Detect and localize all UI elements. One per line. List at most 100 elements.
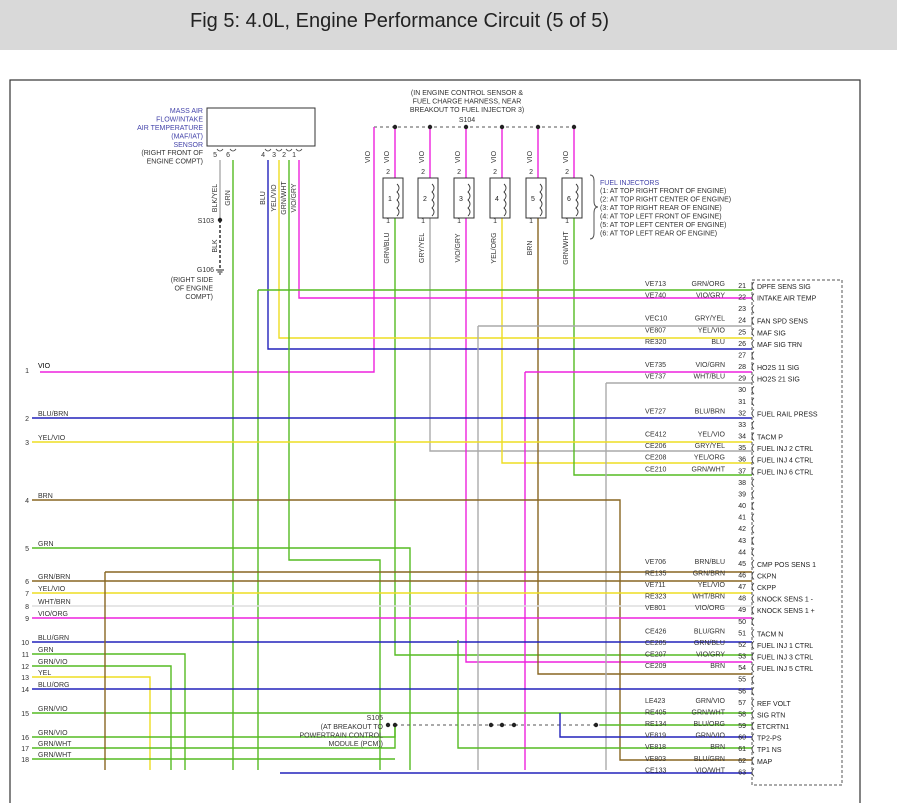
- left-wire: [32, 665, 172, 770]
- left-wire-color: WHT/BRN: [38, 599, 71, 606]
- maf-pin-terminal-icon: [285, 148, 293, 152]
- s104-note: BREAKOUT TO FUEL INJECTOR 3): [410, 107, 524, 114]
- pcm-pin-number: 21: [738, 283, 746, 290]
- pcm-pin-number: 38: [738, 480, 746, 487]
- pcm-wire-color: GRY/YEL: [695, 316, 725, 323]
- s105-splice-dot: [511, 722, 517, 728]
- fuel-injector-box: [525, 177, 547, 219]
- injector-pin-top: 2: [565, 169, 569, 176]
- pcm-pin-function: FAN SPD SENS: [757, 319, 808, 326]
- pcm-connector-box: [751, 279, 843, 786]
- pin-terminal-icon: [751, 351, 755, 360]
- injector-coil-icon: [396, 183, 400, 217]
- pin-terminal-icon: [751, 663, 755, 673]
- pin-terminal-icon: [751, 698, 755, 708]
- pcm-pin-function: FUEL INJ 3 CTRL: [757, 655, 813, 662]
- left-connection-number: 18: [21, 757, 29, 764]
- pcm-pin-number: 43: [738, 538, 746, 545]
- pcm-circuit-id: VE801: [645, 605, 666, 612]
- injector-bottom-wire-color: BRN: [527, 241, 534, 256]
- maf-viogry-wire: [298, 160, 752, 299]
- pcm-pin-number: 33: [738, 422, 746, 429]
- pcm-pin-number: 29: [738, 376, 746, 383]
- g106-location: OF ENGINE: [174, 286, 213, 293]
- left-wire-color: GRN/VIO: [38, 706, 68, 713]
- injector-number: 3: [459, 196, 463, 203]
- pin-terminal-icon: [751, 304, 755, 314]
- injector-location: (1: AT TOP RIGHT FRONT OF ENGINE): [600, 188, 726, 195]
- pcm-pin-number: 31: [738, 399, 746, 406]
- maf-grnwht-wire: [288, 160, 381, 770]
- pcm-circuit-id: RE405: [645, 709, 667, 716]
- injector-coil-icon: [503, 183, 507, 217]
- pin-terminal-icon: [751, 744, 755, 754]
- left-connection-number: 11: [22, 652, 29, 659]
- pcm-pin-number: 46: [738, 573, 746, 580]
- inj2-wire: [429, 218, 752, 452]
- pcm-pin-function: CKPN: [757, 574, 776, 581]
- pin-terminal-icon: [751, 420, 755, 430]
- pcm-circuit-id: CE206: [645, 443, 667, 450]
- vio-wire-color: VIO: [365, 150, 372, 163]
- pcm-pin-number: 54: [738, 665, 746, 672]
- injector-brace-icon: [589, 174, 599, 240]
- pcm-pin-function: TACM N: [757, 631, 783, 638]
- pcm-wire-color: VIO/GRY: [696, 293, 725, 300]
- pcm-pin-function: MAF SIG TRN: [757, 342, 802, 349]
- pcm-pin-number: 28: [738, 364, 746, 371]
- pcm-pin-number: 25: [738, 329, 746, 336]
- pcm-pin-function: FUEL INJ 6 CTRL: [757, 469, 813, 476]
- left-wire-color: VIO/ORG: [38, 611, 68, 618]
- pcm-circuit-id: VE706: [645, 559, 666, 566]
- injector-top-wire-color: VIO: [491, 150, 498, 163]
- maf-yelvio-wire: [278, 160, 752, 339]
- pin-terminal-icon: [751, 443, 755, 453]
- maf-pin-number: 3: [272, 152, 276, 159]
- left-connection-number: 13: [21, 675, 29, 682]
- pcm-wire-color: YEL/VIO: [698, 582, 726, 589]
- injector-number: 4: [495, 196, 499, 203]
- s104-splice-dot: [535, 124, 541, 130]
- maf-sensor-name: AIR TEMPERATURE: [137, 125, 203, 132]
- pcm-pin-number: 37: [738, 468, 746, 475]
- left-connection-number: 7: [25, 591, 29, 598]
- pcm-pin-function: KNOCK SENS 1 -: [757, 597, 814, 604]
- pcm-pin-number: 51: [738, 630, 746, 637]
- s105-label: S105: [367, 715, 383, 722]
- pin-terminal-icon: [751, 455, 755, 464]
- pin-terminal-icon: [751, 328, 755, 337]
- maf-pin-number: 5: [213, 152, 217, 159]
- header-bar: Fig 5: 4.0L, Engine Performance Circuit …: [0, 0, 897, 50]
- injector-pin-top: 2: [493, 169, 497, 176]
- injector-top-wire-color: VIO: [563, 150, 570, 163]
- pcm-wire-color: GRN/VIO: [695, 698, 725, 705]
- maf-pin-terminal-icon: [264, 148, 272, 152]
- pin-terminal-icon: [751, 409, 755, 418]
- pin-terminal-icon: [751, 559, 755, 569]
- pcm-pin-function: REF VOLT: [757, 701, 791, 708]
- pcm-pin-function: TP1 NS: [757, 747, 782, 754]
- pcm-pin-function: HO2S 11 SIG: [757, 365, 799, 372]
- left-connection-number: 3: [25, 440, 29, 447]
- pin-terminal-icon: [751, 733, 755, 742]
- pin-terminal-icon: [751, 768, 755, 777]
- pcm-pin-number: 57: [738, 700, 746, 707]
- pcm-circuit-id: VE727: [645, 408, 666, 415]
- pcm-circuit-id: CE207: [645, 652, 667, 659]
- injector-pin-bottom: 1: [386, 218, 390, 225]
- pcm-pin-number: 53: [738, 654, 746, 661]
- pcm-circuit-id: VE818: [645, 744, 666, 751]
- pin-terminal-icon: [751, 617, 755, 627]
- pcm-wire-color: YEL/VIO: [698, 432, 726, 439]
- inj5-wire: [537, 218, 752, 675]
- left-wire-color: GRN/BRN: [38, 574, 70, 581]
- injector-location: (5: AT TOP LEFT CENTER OF ENGINE): [600, 222, 726, 229]
- injector-top-wire-color: VIO: [527, 150, 534, 163]
- pcm-circuit-id: VE803: [645, 756, 666, 763]
- s104-splice-dot: [571, 124, 577, 130]
- injector-location: (6: AT TOP LEFT REAR OF ENGINE): [600, 231, 717, 238]
- pcm-wire-color: BLU/GRN: [694, 756, 725, 763]
- pin-terminal-icon: [751, 432, 755, 441]
- pcm-circuit-id: VE711: [645, 582, 666, 589]
- left-connection-number: 17: [21, 746, 29, 753]
